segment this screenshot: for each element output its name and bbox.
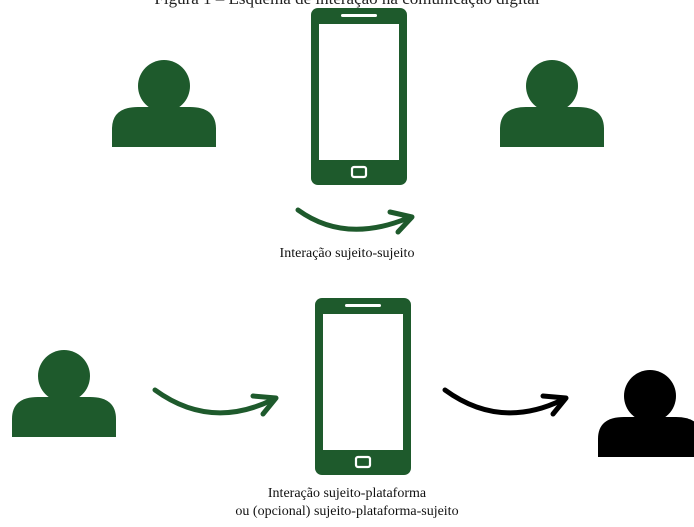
caption-subject-subject: Interação sujeito-sujeito [279,246,415,261]
caption-line-1: Interação sujeito-plataforma [267,486,427,501]
person-icon-right-bottom [598,370,694,457]
person-icon-left-bottom [12,350,116,437]
curved-arrow-icon-top [295,207,415,235]
smartphone-icon-bottom [313,296,413,477]
caption-line-2: ou (opcional) sujeito-plataforma-sujeito [235,504,459,519]
smartphone-icon-top [309,6,409,187]
figure-title-fragment: Figura 1 – Esquema de interação na comun… [0,0,694,10]
person-icon-right-top [500,60,604,147]
curved-arrow-icon-bottom-left [152,387,279,417]
person-icon-left-top [112,60,216,147]
caption-subject-platform: Interação sujeito-plataforma ou (opciona… [0,485,694,521]
curved-arrow-icon-bottom-right [442,387,569,417]
